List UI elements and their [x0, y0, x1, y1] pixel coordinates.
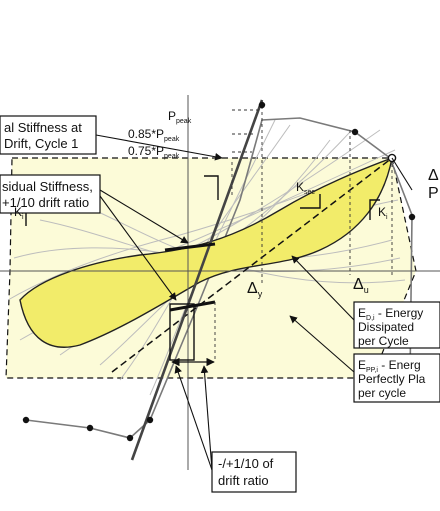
- secant-stiffness-line: [111, 157, 393, 373]
- callout-initial-stiffness-line1: al Stiffness at: [4, 120, 82, 135]
- residual-stiffness-upper: [164, 242, 216, 252]
- residual-stiffness-lower: [169, 300, 216, 312]
- callout-drift-ratio-box: [211, 451, 297, 493]
- label-k-sec: Ksec: [296, 180, 315, 196]
- label-k-i-left: Ki: [14, 205, 24, 221]
- callout-energy-dissipated-line2: Dissipated: [358, 320, 414, 334]
- label-delta-u: Δu: [353, 276, 369, 295]
- callout-energy-dissipated-line3: per Cycle: [358, 334, 409, 348]
- callout-residual-stiffness-box: [0, 174, 101, 214]
- label-p-075: 0.75*Ppeak: [128, 144, 180, 160]
- callout-drift-ratio-line2: drift ratio: [218, 473, 269, 488]
- callout-residual-stiffness-line2: +1/10 drift ratio: [2, 195, 89, 210]
- initial-stiffness-line: [130, 99, 264, 461]
- peak-points: [22, 101, 416, 442]
- callout-energy-plastic-line1: EPP,i - Energ: [358, 358, 421, 374]
- label-delta-y: Δy: [247, 280, 263, 299]
- label-corner-delta: Δ: [428, 167, 439, 184]
- label-p-085: 0.85*Ppeak: [128, 127, 180, 143]
- label-corner-p: P: [428, 185, 439, 202]
- callout-energy-dissipated-line1: ED,i - Energy: [358, 306, 423, 322]
- callout-initial-stiffness-box: [0, 115, 97, 155]
- callout-energy-plastic-line2: Perfectly Pla: [358, 372, 426, 386]
- ksec-triangle: [300, 194, 321, 209]
- callout-drift-ratio-line1: -/+1/10 of: [218, 456, 274, 471]
- leader-arrows: [95, 134, 413, 471]
- callout-initial-stiffness-line2: Drift, Cycle 1: [4, 136, 78, 151]
- callout-energy-dissipated-box: [353, 301, 440, 349]
- callout-residual-stiffness-line1: sidual Stiffness,: [2, 179, 93, 194]
- ki-right-bracket: [369, 199, 380, 220]
- ki-initial-bracket: [204, 175, 219, 200]
- callout-energy-plastic-box: [353, 353, 440, 403]
- label-p-peak: Ppeak: [168, 109, 192, 125]
- label-k-i-right: Ki: [378, 205, 388, 221]
- callout-energy-plastic-line3: per cycle: [358, 386, 406, 400]
